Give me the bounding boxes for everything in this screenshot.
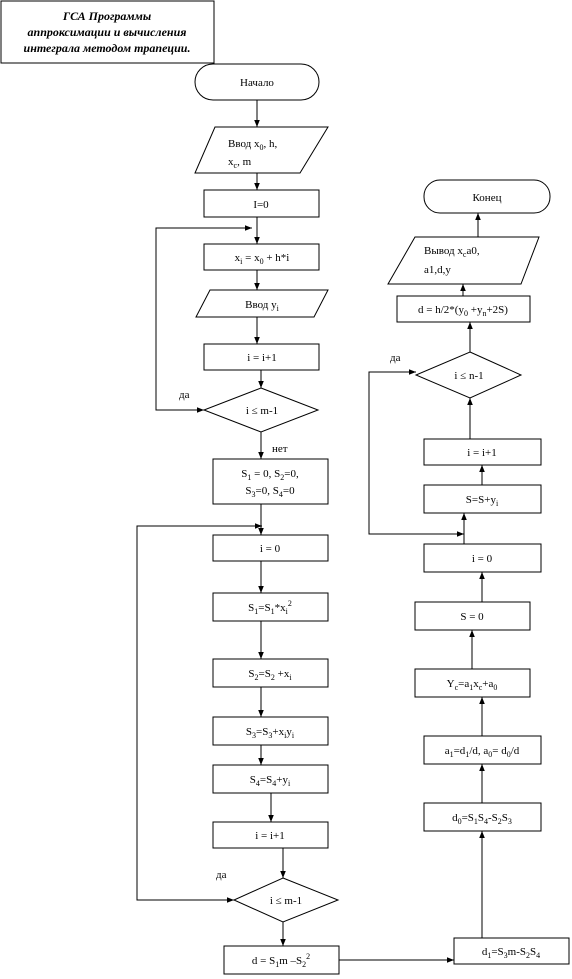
yc-calc-process: Yc=a1xc+a0 (414, 668, 531, 698)
d0-calc-process: d0=S1S4-S2S3 (423, 802, 542, 832)
yc-calc-label: Yc=a1xc+a0 (447, 678, 498, 692)
output-label-2: a1,d,y (424, 264, 451, 276)
s1-calc-process: S1=S1*xi2 (212, 592, 329, 622)
start-label: Начало (240, 77, 274, 89)
a-calc-label: a1=d1/d, a0= d0/d (445, 745, 520, 759)
s4-calc-process: S4=S4+yi (212, 764, 329, 794)
inc1-process: i = i+1 (203, 343, 320, 371)
s-init-label-2: S3=0, S4=0 (245, 485, 295, 499)
cond1-label: i ≤ m-1 (246, 405, 278, 417)
end-label: Конец (473, 192, 502, 204)
s2-calc-process: S2=S2 +xi (212, 658, 329, 688)
d-calc-label: d = S1m –S22 (252, 952, 310, 969)
cond3-label: i ≤ n-1 (454, 370, 483, 382)
i-init-process: I=0 (203, 189, 320, 218)
output-label-1: Вывод xca0, (424, 245, 480, 259)
s-init-label-1: S1 = 0, S2=0, (241, 468, 299, 482)
inc3-process: i = i+1 (423, 438, 542, 466)
d1-calc-label: d1=S3m-S2S4 (482, 946, 540, 960)
cond1-decision: i ≤ m-1 (202, 387, 320, 433)
input-xc-label: xc, m (228, 156, 252, 170)
loop-back-arrow-2 (136, 523, 262, 903)
inc2-process: i = i+1 (212, 821, 329, 849)
cond2-label: i ≤ m-1 (270, 895, 302, 907)
title-line-3: интеграла методом трапеции. (24, 41, 191, 55)
d-calc-process: d = S1m –S22 (223, 945, 340, 975)
cond3-decision: i ≤ n-1 (414, 351, 523, 399)
input-x0-io: Ввод x0, h, xc, m (194, 126, 329, 174)
yes-label-2: да (216, 869, 227, 881)
title-line-1: ГСА Программы (62, 9, 151, 23)
inc1-label: i = i+1 (247, 352, 277, 364)
input-x0-label: Ввод x0, h, (228, 138, 278, 152)
yes-label-3: да (390, 352, 401, 364)
title-line-2: аппроксимации и вычисления (28, 25, 187, 39)
s-zero-label: S = 0 (460, 611, 484, 623)
a-calc-process: a1=d1/d, a0= d0/d (423, 735, 542, 765)
s-sum-label: S=S+yi (466, 494, 499, 508)
no-label-1: нет (272, 443, 288, 455)
title-box: ГСА Программы аппроксимации и вычисления… (0, 0, 215, 64)
inc2-label: i = i+1 (255, 830, 285, 842)
d0-calc-label: d0=S1S4-S2S3 (452, 812, 512, 826)
d-trap-process: d = h/2*(y0 +yn+2S) (396, 295, 531, 323)
i-zero1-process: i = 0 (212, 534, 329, 562)
loop-back-arrow-3 (368, 369, 464, 537)
loop-back-arrow (155, 225, 252, 413)
inc3-label: i = i+1 (467, 447, 497, 459)
s3-calc-process: S3=S3+xiyi (212, 716, 329, 746)
i-zero2-process: i = 0 (423, 543, 542, 573)
cond2-decision: i ≤ m-1 (232, 877, 340, 923)
s-zero-process: S = 0 (414, 601, 531, 631)
i-init-label: I=0 (253, 199, 269, 211)
i-zero2-label: i = 0 (472, 553, 493, 565)
output-io: Вывод xca0, a1,d,y (387, 236, 540, 285)
yes-label-1: да (179, 389, 190, 401)
d1-calc-process: d1=S3m-S2S4 (453, 937, 570, 965)
xi-calc-process: xi = x0 + h*i (203, 243, 320, 271)
input-yi-label: Ввод yi (245, 299, 280, 313)
input-yi-io: Ввод yi (195, 289, 329, 318)
start-terminal: Начало (194, 63, 320, 101)
i-zero1-label: i = 0 (260, 543, 281, 555)
d-trap-label: d = h/2*(y0 +yn+2S) (418, 304, 508, 318)
s-sum-process: S=S+yi (423, 484, 542, 514)
end-terminal: Конец (423, 179, 551, 214)
s-init-process: S1 = 0, S2=0, S3=0, S4=0 (212, 458, 329, 505)
